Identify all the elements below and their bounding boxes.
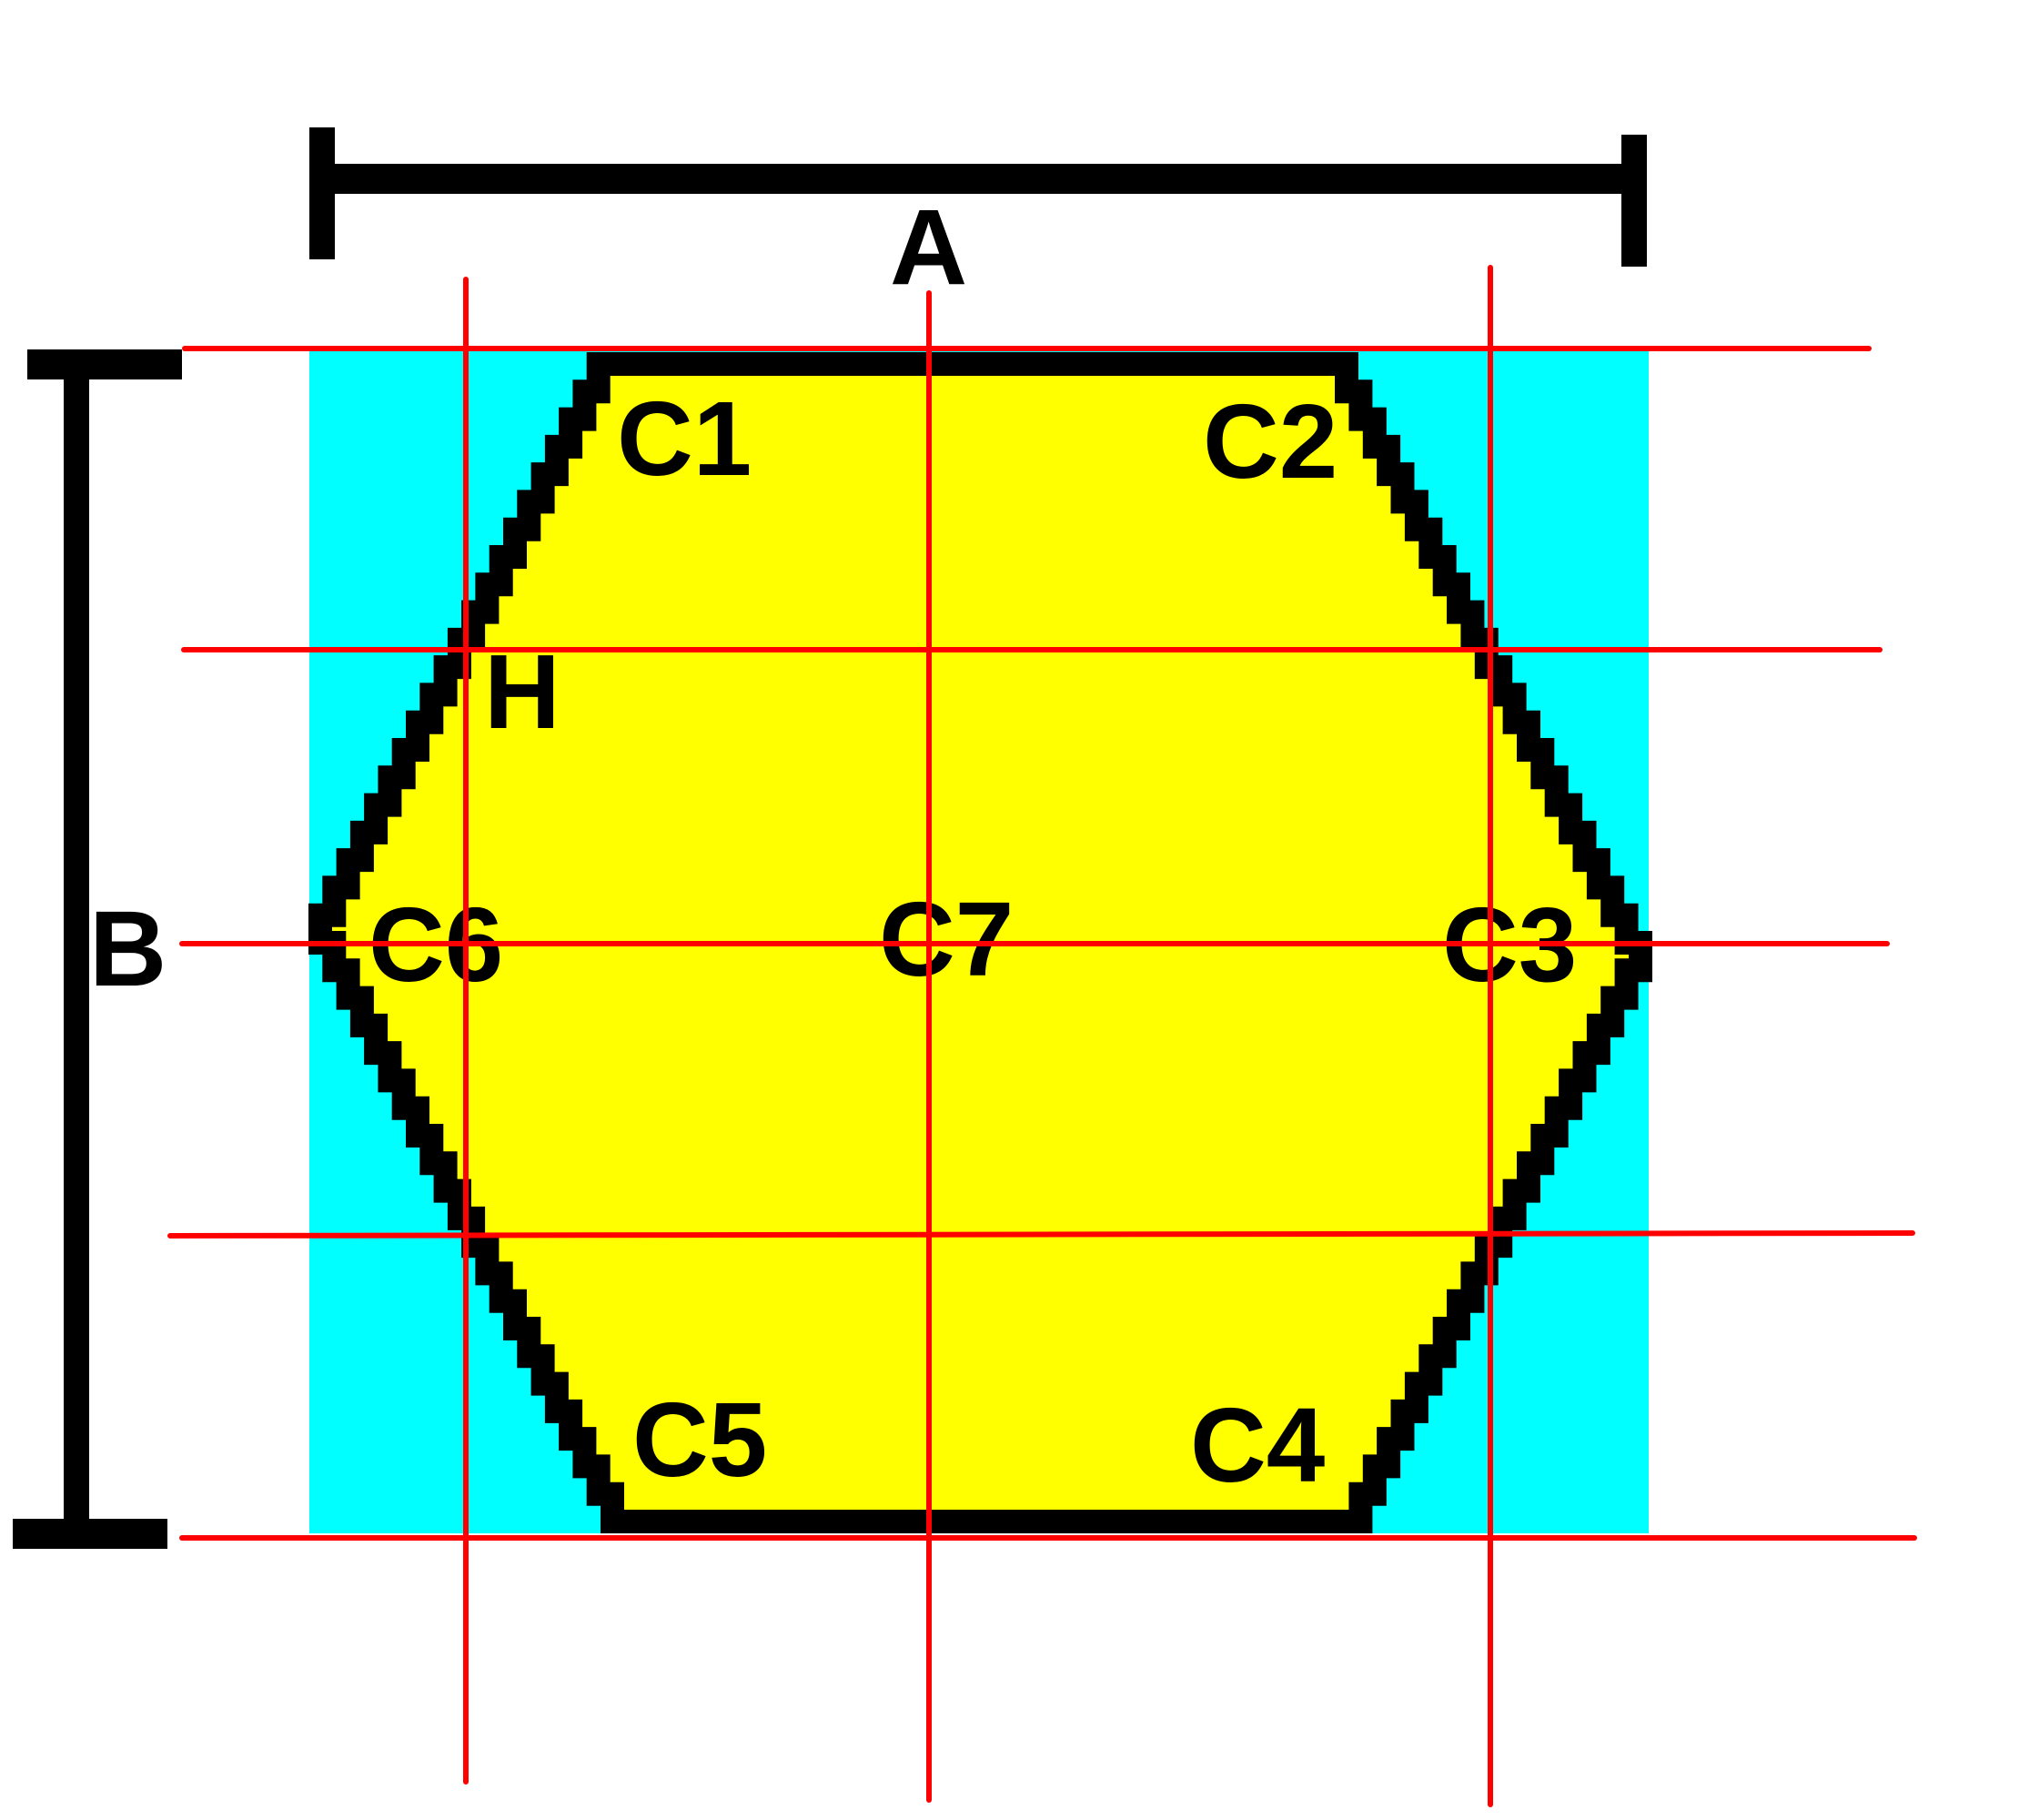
corner-label-c1: C1 xyxy=(617,379,752,498)
grid-lines xyxy=(167,265,1917,1807)
corner-label-c5: C5 xyxy=(632,1380,767,1499)
dimension-b-top-tick xyxy=(27,349,182,379)
dimension-a-left-tick xyxy=(309,127,335,259)
grid-horizontal-line xyxy=(167,1230,1915,1239)
dimension-a-right-tick xyxy=(1621,135,1647,267)
dimension-b-bar xyxy=(13,349,182,1549)
dimension-label-b: B xyxy=(89,889,167,1009)
dimension-a-bar xyxy=(309,127,1647,267)
corner-label-c7: C7 xyxy=(879,880,1014,998)
corner-label-c2: C2 xyxy=(1203,382,1338,500)
dimension-b-line xyxy=(64,364,89,1533)
dimension-b-bottom-tick xyxy=(13,1519,167,1549)
dimension-label-a: A xyxy=(890,187,967,308)
hexagon-outline xyxy=(308,352,1652,1533)
corner-label-c4: C4 xyxy=(1190,1386,1325,1504)
dimension-a-line xyxy=(309,164,1647,194)
